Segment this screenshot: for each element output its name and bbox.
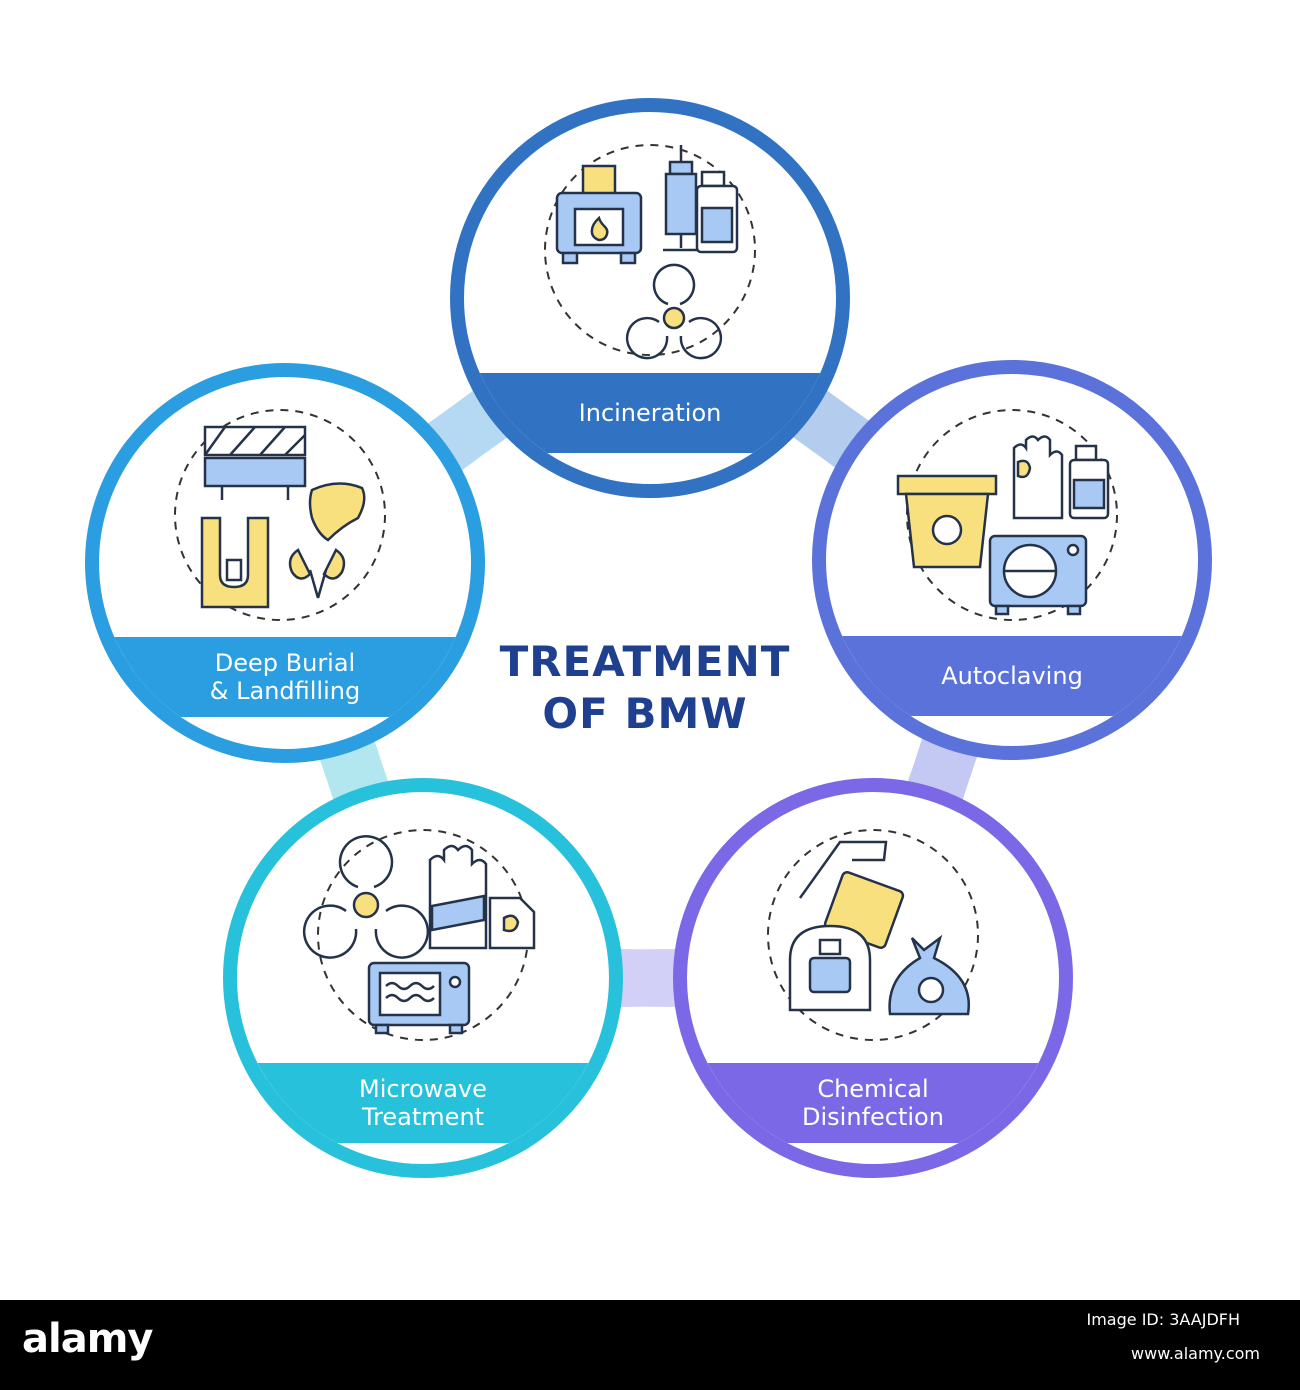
node-microwave[interactable]	[210, 778, 630, 1178]
label-incineration: Incineration	[480, 373, 820, 453]
bandaged-glove-icon	[428, 844, 488, 950]
label-line: Chemical	[817, 1075, 929, 1103]
biohazard-icon	[302, 835, 430, 959]
burial-pit-icon	[200, 516, 270, 609]
watermark-bar: alamy Image ID: 3AAJDFH www.alamy.com	[0, 1300, 1300, 1390]
microwave-icon	[367, 961, 471, 1035]
vial-icon	[1068, 444, 1110, 520]
watermark-image-id: Image ID: 3AAJDFH	[1086, 1310, 1241, 1329]
label-line: & Landfilling	[209, 677, 361, 705]
treatment-diagram	[70, 98, 1220, 1178]
node-autoclaving[interactable]	[800, 360, 1220, 760]
label-burial: Deep Burial & Landfilling	[115, 637, 455, 717]
syringe-icon	[663, 145, 699, 252]
liver-icon	[308, 482, 366, 542]
incinerator-icon	[555, 164, 643, 265]
hazmat-suit-icon	[788, 924, 872, 1012]
label-line: Treatment	[361, 1103, 485, 1131]
watermark-brand: alamy	[22, 1316, 153, 1362]
node-incineration[interactable]	[440, 98, 860, 498]
title-line-1: TREATMENT	[499, 637, 791, 686]
label-microwave: Microwave Treatment	[253, 1063, 593, 1143]
kidneys-icon	[288, 548, 346, 599]
infographic: TREATMENT OF BMW Incineration Autoclavin…	[70, 98, 1220, 1178]
autoclave-icon	[988, 534, 1088, 616]
label-autoclaving: Autoclaving	[842, 636, 1182, 716]
title-line-2: OF BMW	[542, 689, 748, 738]
node-chemical[interactable]	[660, 778, 1080, 1178]
biohazard-icon	[625, 263, 723, 360]
barrier-icon	[203, 425, 307, 500]
label-chemical: Chemical Disinfection	[703, 1063, 1043, 1143]
contaminated-document-icon	[488, 896, 536, 950]
biohazard-bin-icon	[896, 474, 998, 569]
biohazard-bag-icon	[888, 934, 971, 1016]
label-line: Disinfection	[802, 1103, 944, 1131]
watermark-site: www.alamy.com	[1131, 1344, 1260, 1363]
label-line: Deep Burial	[214, 649, 356, 677]
node-burial[interactable]	[70, 363, 490, 763]
label-line: Incineration	[578, 399, 722, 427]
vial-icon	[695, 170, 739, 254]
contaminated-glove-icon	[1012, 435, 1064, 520]
label-line: Microwave	[359, 1075, 487, 1103]
diagram-title: TREATMENT OF BMW	[430, 636, 860, 740]
label-line: Autoclaving	[941, 662, 1083, 690]
